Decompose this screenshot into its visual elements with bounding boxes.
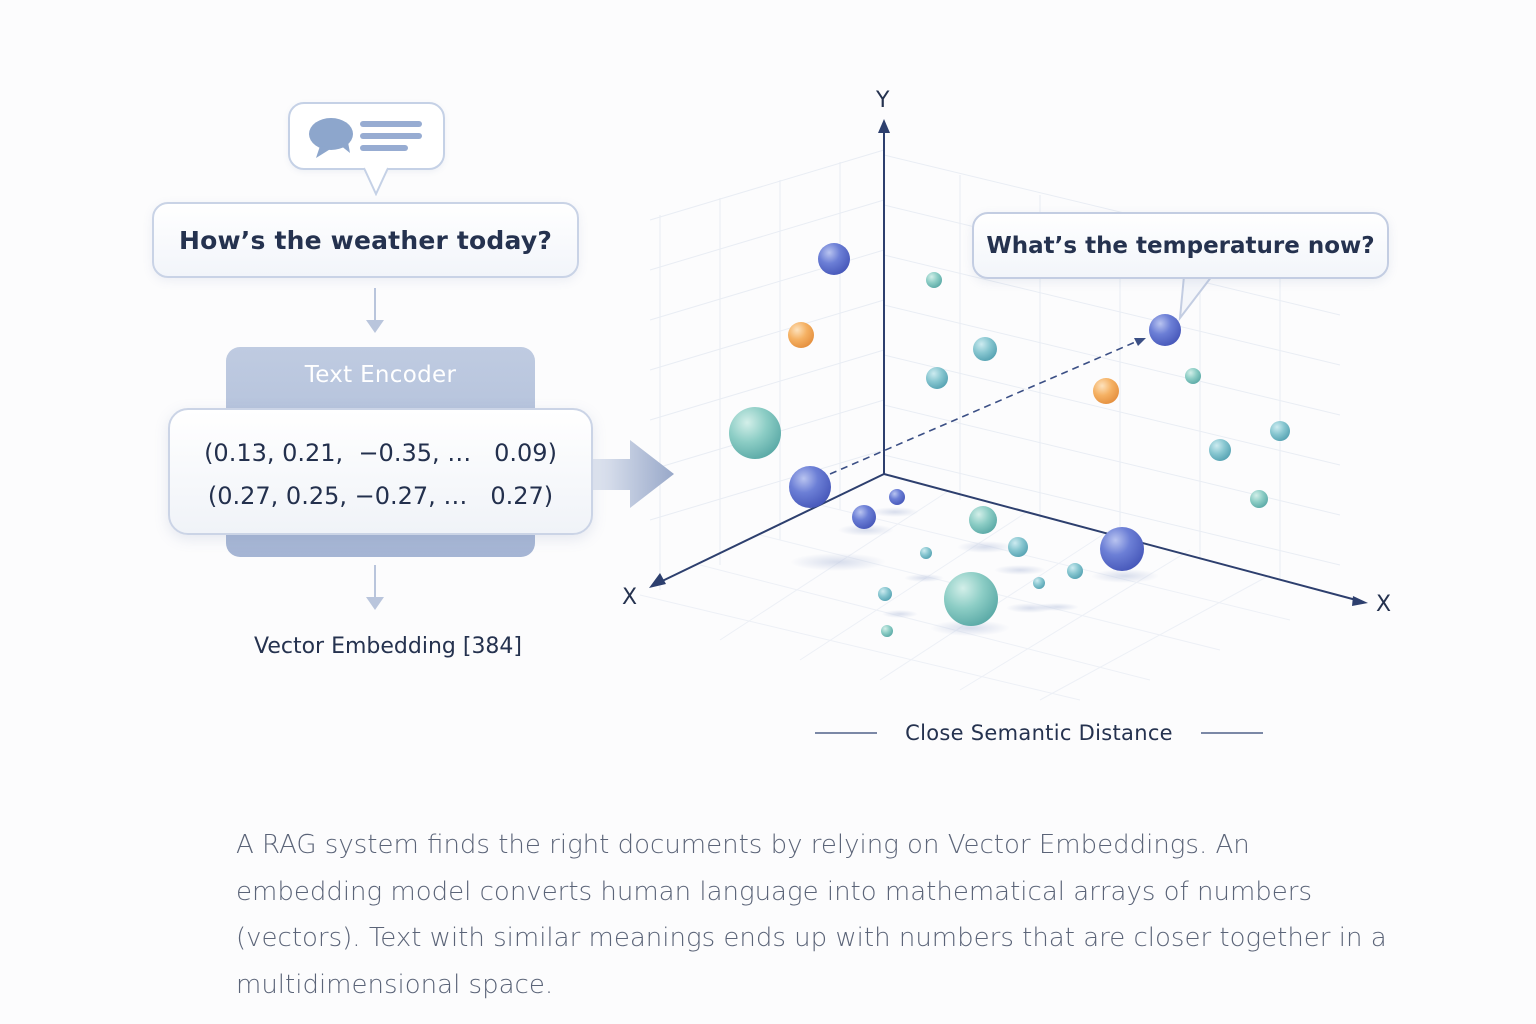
chat-bubble-tail [363,166,389,196]
point-blue [889,489,905,505]
caption-line-left [815,732,877,734]
point-teal [1250,490,1268,508]
caption-line-right [1201,732,1263,734]
point-cyan [926,367,948,389]
y-axis-label: Y [876,88,890,113]
point-blue-source [789,466,831,508]
right-flow-arrow [593,440,674,508]
point-orange [1093,378,1119,404]
similar-query-bubble: What’s the temperature now? [972,212,1389,279]
point-blue [852,505,876,529]
point-teal [969,506,997,534]
x-axis-right-label: X [1376,592,1392,617]
down-arrow-2 [366,565,384,610]
point-teal [881,625,893,637]
point-orange [788,322,814,348]
point-cyan [920,547,932,559]
distance-caption: Close Semantic Distance [815,718,1263,748]
point-cyan [1270,421,1290,441]
sphere-shadows [790,507,1159,636]
point-cyan [973,337,997,361]
point-cyan [1067,563,1083,579]
point-teal [944,572,998,626]
point-cyan [1008,537,1028,557]
point-teal [1185,368,1201,384]
x-right-arrowhead [1352,596,1368,606]
vector-row-1: (0.13, 0.21, −0.35, … 0.09) [204,439,557,467]
point-cyan [1209,439,1231,461]
point-teal [926,272,942,288]
chat-message-icon [309,118,422,158]
query-text-box: How’s the weather today? [152,202,579,278]
grid-left-wall [649,149,885,590]
distance-caption-text: Close Semantic Distance [905,721,1173,745]
point-cyan [1033,577,1045,589]
vector-embedding-label: Vector Embedding [384] [253,634,523,659]
point-blue-target [1149,314,1181,346]
answer-bubble-tail [1178,275,1215,322]
x-left-arrowhead [649,573,666,588]
y-axis-arrowhead [878,119,890,133]
x-axis-left-label: X [622,585,638,610]
embedding-points [729,243,1290,637]
point-cyan [878,587,892,601]
vector-output-box: (0.13, 0.21, −0.35, … 0.09) (0.27, 0.25,… [168,408,593,535]
point-blue [1100,527,1144,571]
axes [655,128,1361,602]
description-paragraph: A RAG system finds the right documents b… [236,830,1387,1000]
point-blue [818,243,850,275]
similarity-dashed-line [829,339,1141,475]
point-teal [729,407,781,459]
vector-row-2: (0.27, 0.25, −0.27, … 0.27) [207,482,554,510]
down-arrow-1 [366,288,384,333]
text-encoder-title: Text Encoder [304,362,457,388]
